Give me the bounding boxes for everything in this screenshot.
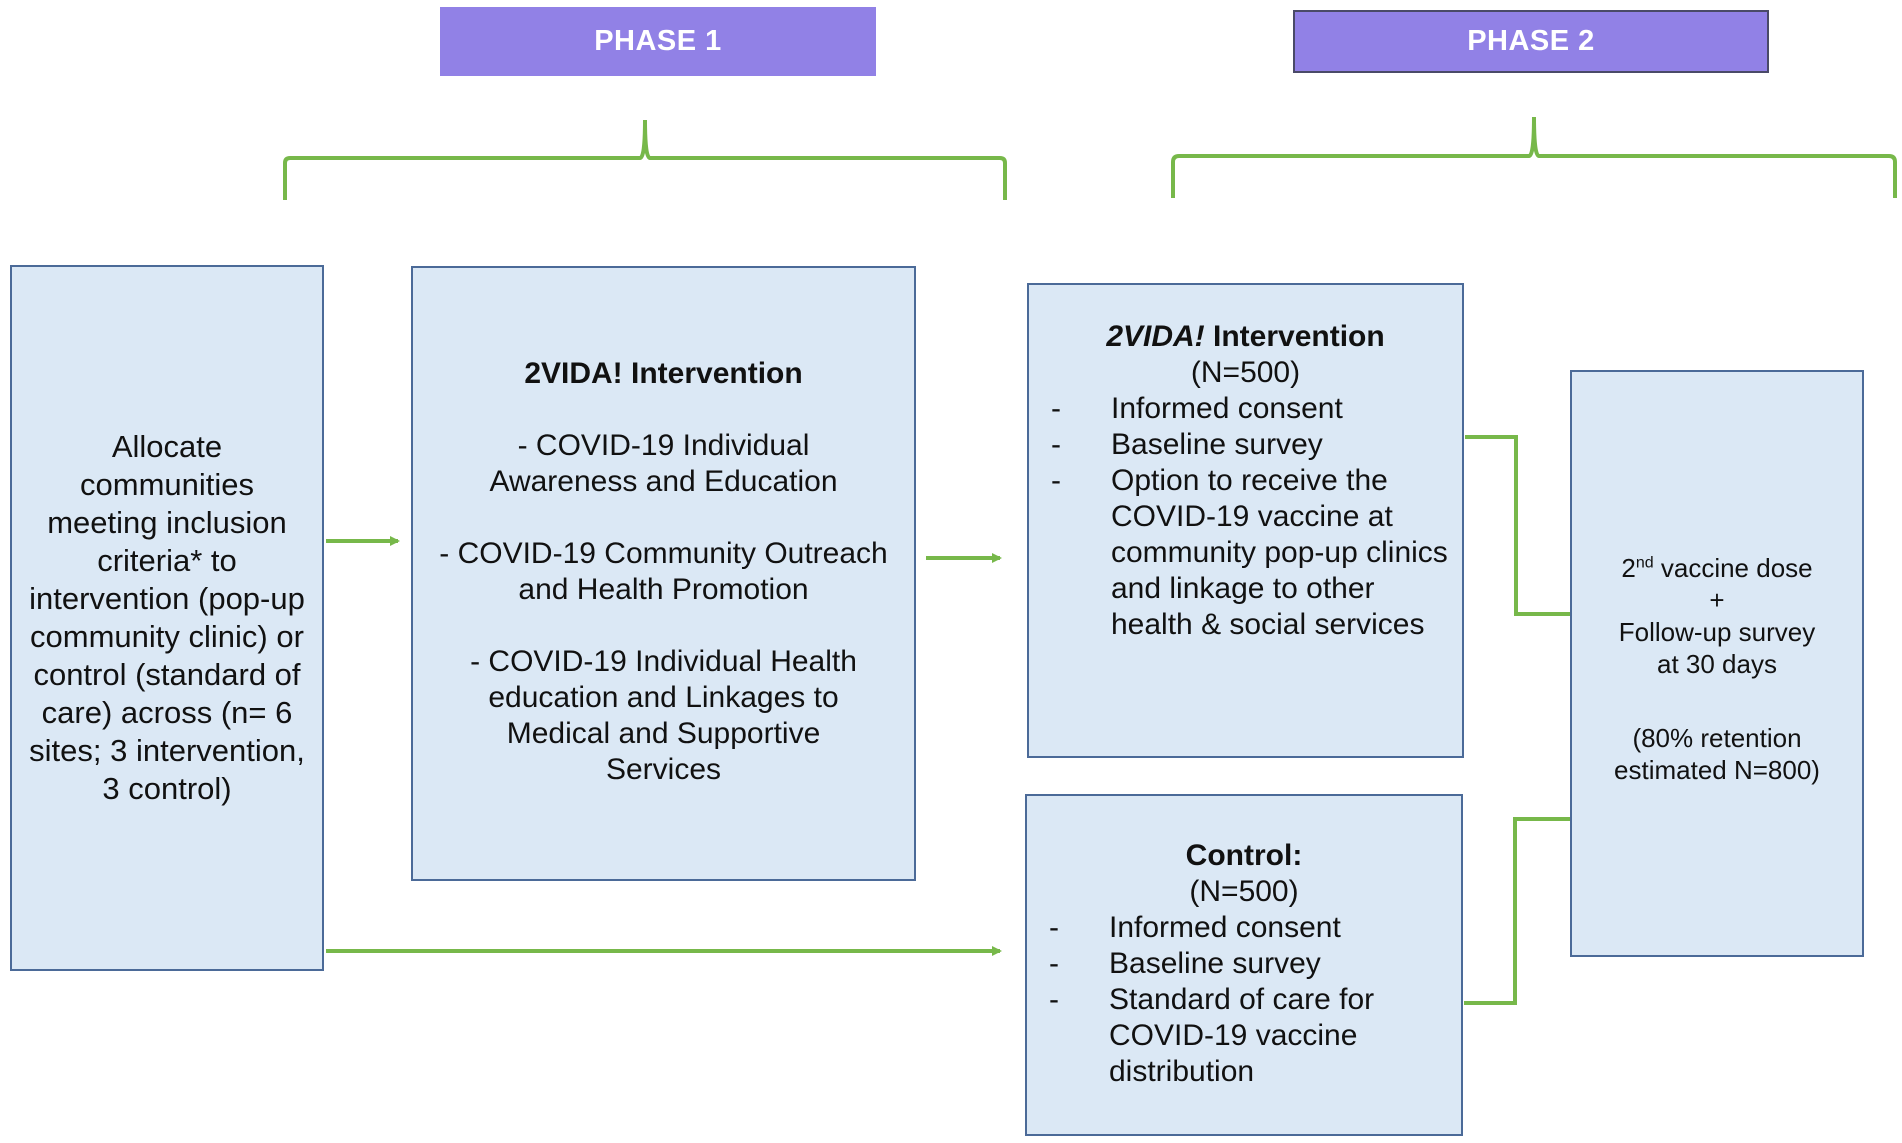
bullet-dash: - xyxy=(1049,983,1059,1016)
intervention-bullet-vaccine-option: - Option to receive the COVID-19 vaccine… xyxy=(1029,463,1462,643)
phase-1-label: PHASE 1 xyxy=(594,25,722,57)
vida-item-outreach: - COVID-19 Community Outreach and Health… xyxy=(439,537,888,606)
intervention-title-program: 2VIDA! xyxy=(1106,320,1205,353)
dose-number: 2 xyxy=(1621,553,1636,583)
control-bullet-text: Standard of care for COVID-19 vaccine di… xyxy=(1109,983,1375,1088)
bullet-dash: - xyxy=(1051,464,1061,497)
vida-intervention-box: 2VIDA! Intervention - COVID-19 Individua… xyxy=(411,266,916,881)
control-bullet-baseline: - Baseline survey xyxy=(1027,946,1461,982)
connector-intervention-to-followup xyxy=(1465,435,1570,616)
control-bullet-text: Informed consent xyxy=(1109,911,1341,944)
second-dose-line: 2nd vaccine dose xyxy=(1572,552,1862,584)
intervention-n: (N=500) xyxy=(1190,356,1301,389)
connector-control-to-followup xyxy=(1464,817,1570,1005)
control-n: (N=500) xyxy=(1189,875,1299,908)
intervention-bullet-text: Baseline survey xyxy=(1111,428,1323,461)
allocate-text: Allocate communities meeting inclusion c… xyxy=(29,429,305,806)
retention-line-2: estimated N=800) xyxy=(1614,755,1820,785)
phase-2-brace xyxy=(1171,116,1897,198)
bullet-dash: - xyxy=(1049,947,1059,980)
intervention-bullet-baseline: - Baseline survey xyxy=(1029,427,1462,463)
phase-2-label: PHASE 2 xyxy=(1467,25,1595,57)
followup-survey-line-2: at 30 days xyxy=(1657,649,1777,679)
phase-1-brace xyxy=(283,119,1007,200)
intervention-bullet-text: Informed consent xyxy=(1111,392,1343,425)
intervention-title: 2VIDA! Intervention xyxy=(1029,319,1462,355)
control-box: Control: (N=500) - Informed consent - Ba… xyxy=(1025,794,1463,1136)
dose-text: vaccine dose xyxy=(1653,553,1813,583)
control-title: Control: xyxy=(1185,839,1303,872)
control-bullet-consent: - Informed consent xyxy=(1027,910,1461,946)
dose-ordinal-suffix: nd xyxy=(1635,554,1654,572)
bullet-dash: - xyxy=(1049,911,1059,944)
phase-2-banner: PHASE 2 xyxy=(1293,10,1769,73)
control-bullet-text: Baseline survey xyxy=(1109,947,1321,980)
vida-item-awareness: - COVID-19 Individual Awareness and Educ… xyxy=(489,429,838,498)
spacer xyxy=(1572,680,1862,722)
followup-survey-line-1: Follow-up survey xyxy=(1618,617,1816,647)
phase-2-intervention-box: 2VIDA! Intervention (N=500) - Informed c… xyxy=(1027,283,1464,758)
followup-box: 2nd vaccine dose + Follow-up survey at 3… xyxy=(1570,370,1864,957)
plus-sign: + xyxy=(1709,585,1725,615)
phase-1-banner: PHASE 1 xyxy=(440,7,876,76)
bullet-dash: - xyxy=(1051,428,1061,461)
vida-item-linkages: - COVID-19 Individual Health education a… xyxy=(470,645,857,786)
intervention-bullet-consent: - Informed consent xyxy=(1029,391,1462,427)
vida-intervention-title: 2VIDA! Intervention xyxy=(524,357,803,390)
control-bullet-standard-of-care: - Standard of care for COVID-19 vaccine … xyxy=(1027,982,1461,1090)
intervention-title-rest: Intervention xyxy=(1204,320,1385,353)
bullet-dash: - xyxy=(1051,392,1061,425)
retention-line-1: (80% retention xyxy=(1632,723,1802,753)
intervention-bullet-text: Option to receive the COVID-19 vaccine a… xyxy=(1111,464,1448,641)
allocate-communities-box: Allocate communities meeting inclusion c… xyxy=(10,265,324,971)
